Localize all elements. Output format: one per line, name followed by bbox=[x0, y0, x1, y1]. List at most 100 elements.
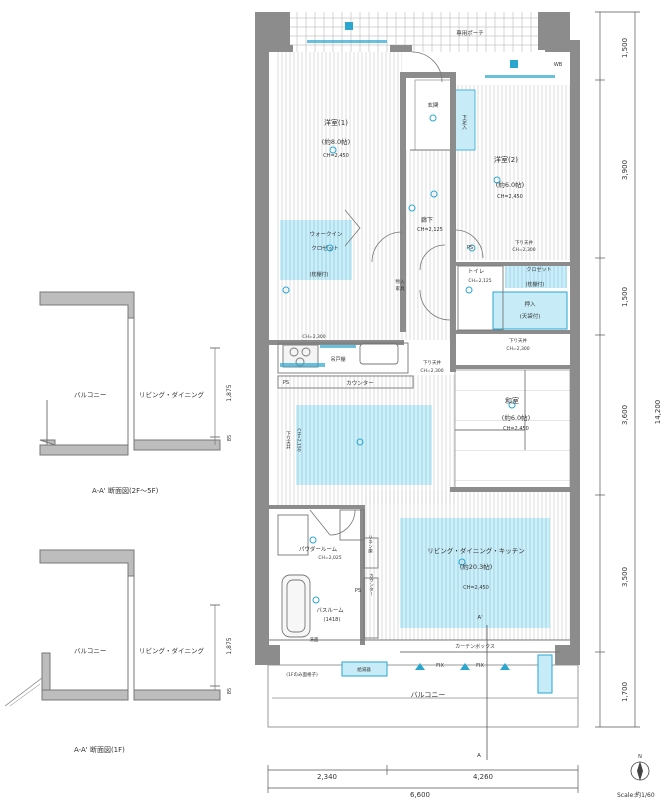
dim-right-2: 3,900 bbox=[621, 160, 629, 180]
section-top-dim2: 85 bbox=[227, 435, 233, 441]
closet2-shelf: (枕棚付) bbox=[526, 281, 545, 288]
north-label: N bbox=[638, 754, 642, 760]
section-bottom-labels: バルコニー リビング・ダイニング 1,875 85 A-A' 断面図(1F) bbox=[74, 637, 233, 754]
fix2-label: FIX bbox=[476, 663, 484, 669]
porch-floor bbox=[290, 12, 538, 52]
dim-right-1: 1,500 bbox=[621, 38, 629, 58]
section-top bbox=[39, 291, 221, 456]
dim-right-3: 1,500 bbox=[621, 287, 629, 307]
bath-label: バスルーム bbox=[316, 607, 344, 614]
section-bottom-dim1: 1,875 bbox=[226, 637, 233, 654]
hallway-label: 廊下 bbox=[421, 216, 433, 224]
counter-label: カウンター bbox=[346, 379, 374, 387]
kitchen-zone bbox=[296, 405, 432, 485]
section-top-labels: バルコニー リビング・ダイニング 1,875 85 A-A' 断面図(2F～5F… bbox=[74, 384, 233, 495]
sagari4: 下り天井 bbox=[286, 431, 291, 451]
sagari3-ch: CH=2,300 bbox=[420, 368, 443, 374]
sagari2: 下り天井 bbox=[509, 337, 527, 344]
geta-label: 下足入 bbox=[461, 115, 467, 130]
linen-label: リネン庫 bbox=[368, 535, 373, 554]
sagari3: 下り天井 bbox=[423, 359, 441, 366]
counter2-label: カウンター bbox=[369, 574, 374, 597]
ceiling-lights bbox=[282, 114, 516, 604]
section-bottom-balcony: バルコニー bbox=[74, 647, 106, 655]
sagari2-ch: CH=2,300 bbox=[506, 346, 529, 352]
scale-label: Scale:約1/60 bbox=[617, 791, 655, 799]
wb-label: WB bbox=[554, 62, 563, 68]
western1-ch: CH=2,450 bbox=[323, 153, 349, 159]
dims-right bbox=[595, 11, 640, 728]
section-top-living: リビング・ダイニング bbox=[139, 390, 205, 399]
walkin-floor bbox=[280, 220, 352, 280]
dim-right-4: 3,600 bbox=[621, 405, 629, 425]
section-top-dim1: 1,875 bbox=[226, 384, 233, 401]
walkin-label-1: ウォークイン bbox=[309, 230, 343, 238]
dim-bottom-total: 6,600 bbox=[410, 791, 430, 799]
section-bottom-dim2: 85 bbox=[227, 688, 233, 694]
section-top-caption: A-A' 断面図(2F～5F) bbox=[92, 486, 159, 495]
sagari1: 下り天井 bbox=[515, 239, 533, 246]
walls bbox=[255, 12, 580, 665]
dim-right-total: 14,200 bbox=[654, 400, 662, 425]
ldk-ch: CH=2,450 bbox=[463, 585, 489, 591]
dim-right-5: 3,500 bbox=[621, 567, 629, 587]
room-labels: 専用ポーチ WB 洋室(1) (約8.0帖) CH=2,450 洋室(2) (約… bbox=[283, 29, 563, 759]
main-floor-plan: 専用ポーチ WB 洋室(1) (約8.0帖) CH=2,450 洋室(2) (約… bbox=[255, 11, 662, 799]
toilet-label: トイレ bbox=[468, 269, 485, 275]
porch-label: 専用ポーチ bbox=[456, 29, 484, 37]
section-bottom bbox=[4, 549, 221, 707]
sagari1-ch: CH=2,300 bbox=[512, 247, 535, 253]
dims-bottom-labels: 2,340 4,260 6,600 bbox=[317, 773, 493, 799]
north-arrow-icon bbox=[637, 761, 643, 781]
hallway-ch: CH=2,125 bbox=[417, 227, 443, 233]
washitsu-ch: CH=2,450 bbox=[503, 426, 529, 432]
washitsu-size: (約6.0帖) bbox=[502, 413, 530, 422]
dim-right-6: 1,700 bbox=[621, 682, 629, 702]
ch-kitchen: CH=2,300 bbox=[302, 334, 325, 340]
dim-bottom-2: 4,260 bbox=[473, 773, 493, 781]
ldk-name: リビング・ダイニング・キッチン bbox=[427, 546, 525, 555]
section-bottom-living: リビング・ダイニング bbox=[139, 646, 205, 655]
blue-equipment bbox=[280, 22, 555, 694]
curtain-label: カーテンボックス bbox=[455, 643, 495, 650]
aircon-label: 給湯器 bbox=[357, 666, 371, 673]
western2-ch: CH=2,450 bbox=[497, 194, 523, 200]
section-bottom-caption: A-A' 断面図(1F) bbox=[74, 745, 125, 754]
storage-label: 物入 bbox=[396, 278, 405, 285]
walkin-shelf: (枕棚付) bbox=[310, 271, 329, 278]
ldk-size: (約20.3帖) bbox=[460, 562, 493, 571]
ps1-label: PS bbox=[283, 380, 289, 386]
western2-size: (約6.0帖) bbox=[496, 180, 524, 189]
north-arrow: N bbox=[630, 754, 650, 781]
fixtures bbox=[269, 149, 578, 699]
western1-floor bbox=[277, 52, 402, 342]
dims-bottom bbox=[267, 765, 579, 793]
western1-name: 洋室(1) bbox=[324, 118, 348, 127]
closet2-floor bbox=[505, 262, 567, 288]
storage-label-2: 家具 bbox=[396, 285, 405, 292]
oshiire-label: 押入 bbox=[524, 300, 536, 308]
floor1-note: (1Fのみ面格子) bbox=[286, 671, 318, 678]
western1-size: (約8.0帖) bbox=[322, 137, 350, 146]
ps2-label: PS bbox=[467, 245, 473, 251]
tenbukuro-label: (天袋付) bbox=[520, 312, 541, 320]
a-mark-bottom: A bbox=[477, 753, 481, 759]
ldk-blue-zone bbox=[400, 518, 550, 628]
dims-right-labels: 1,500 3,900 1,500 3,600 3,500 1,700 14,2… bbox=[621, 38, 662, 702]
dim-bottom-1: 2,340 bbox=[317, 773, 337, 781]
doors bbox=[309, 51, 484, 536]
genkan-label: 玄関 bbox=[427, 101, 439, 109]
sagari4-ch: CH=2,150 bbox=[296, 428, 302, 451]
a-mark-label: A' bbox=[477, 615, 482, 621]
ps3-label: PS bbox=[355, 588, 361, 594]
washitsu-name: 和室 bbox=[505, 396, 519, 405]
bath-size: (1418) bbox=[324, 617, 341, 623]
powder-label: パウダールーム bbox=[299, 545, 338, 553]
toilet-ch: CH=2,125 bbox=[468, 278, 491, 284]
western2-name: 洋室(2) bbox=[494, 155, 518, 164]
oshiire-floor bbox=[492, 291, 568, 330]
hallway-floor bbox=[402, 150, 454, 340]
walkin-label-2: クロゼット bbox=[311, 244, 339, 252]
cupboard-label: 吊戸棚 bbox=[330, 356, 345, 363]
